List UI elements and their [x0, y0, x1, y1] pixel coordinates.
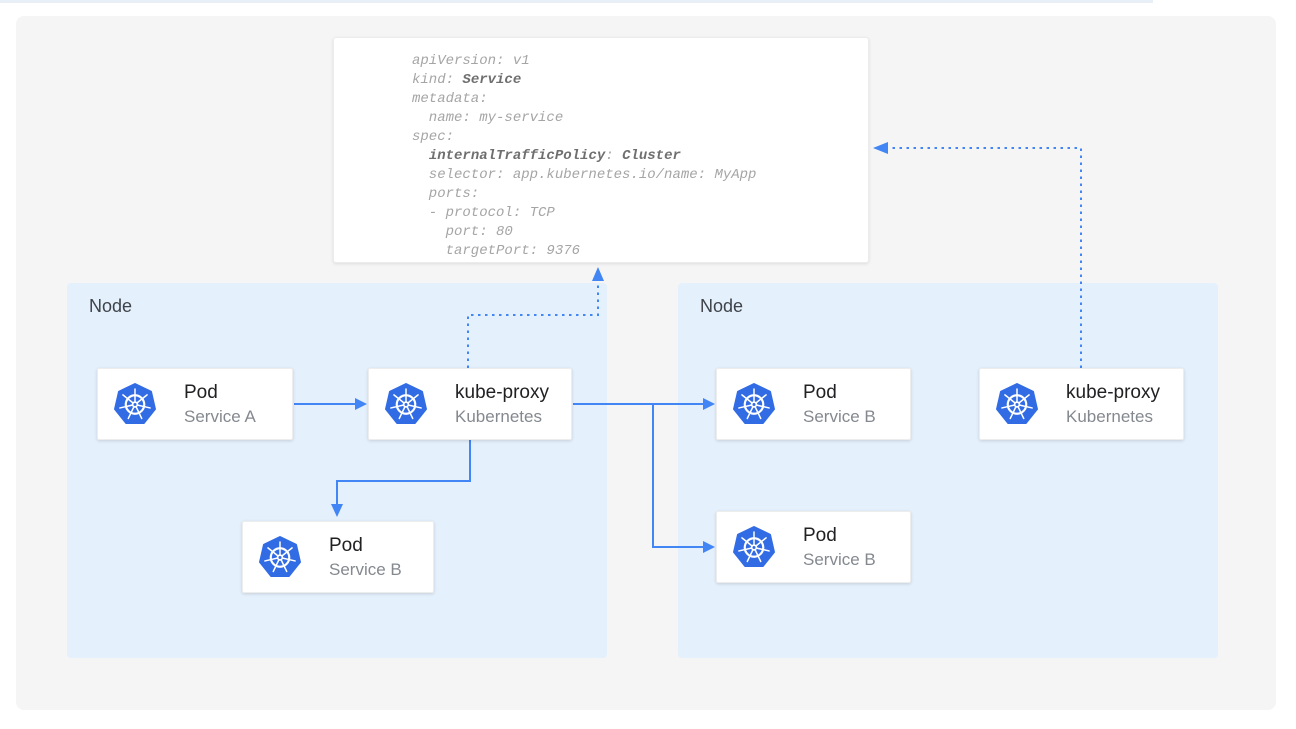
- card-title: kube-proxy: [455, 382, 549, 403]
- card-title: Pod: [184, 382, 218, 403]
- node-label: Node: [700, 296, 744, 316]
- kubernetes-icon: [732, 383, 776, 426]
- card-title: Pod: [329, 535, 363, 556]
- card-title: Pod: [803, 525, 837, 546]
- card-subtitle: Service B: [803, 407, 876, 426]
- code-line: targetPort: 9376: [412, 243, 581, 259]
- service-yaml-code-block: apiVersion: v1 kind: Service metadata: nam…: [333, 37, 869, 263]
- code-line: metadata:: [412, 91, 488, 107]
- yaml-code-lines: apiVersion: v1 kind: Service metadata: nam…: [412, 52, 868, 261]
- card-title: Pod: [803, 382, 837, 403]
- pod-service-b-left-card: Pod Service B: [242, 521, 434, 593]
- card-subtitle: Kubernetes: [455, 407, 542, 426]
- code-line: spec:: [412, 129, 455, 145]
- kube-proxy-right-card: kube-proxy Kubernetes: [979, 368, 1184, 440]
- kube-proxy-left-card: kube-proxy Kubernetes: [368, 368, 572, 440]
- code-line: selector: app.kubernetes.io/name: MyApp: [412, 167, 757, 183]
- kubernetes-icon: [732, 526, 776, 569]
- pod-service-a-card: Pod Service A: [97, 368, 293, 440]
- node-box-left: Node: [67, 283, 607, 658]
- card-subtitle: Service A: [184, 407, 256, 426]
- kubernetes-icon: [258, 536, 302, 579]
- code-line: kind: Service: [412, 72, 522, 88]
- code-line: internalTrafficPolicy: Cluster: [428, 148, 681, 164]
- card-subtitle: Kubernetes: [1066, 407, 1153, 426]
- code-line: apiVersion: v1: [412, 53, 530, 69]
- pod-service-b-right-top-card: Pod Service B: [716, 368, 911, 440]
- node-label: Node: [89, 296, 133, 316]
- pod-service-b-right-bottom-card: Pod Service B: [716, 511, 911, 583]
- node-box-right: Node: [678, 283, 1218, 658]
- code-line: port: 80: [412, 224, 513, 240]
- card-subtitle: Service B: [803, 550, 876, 569]
- kubernetes-icon: [113, 383, 157, 426]
- code-line: name: my-service: [412, 110, 564, 126]
- kubernetes-icon: [995, 383, 1039, 426]
- code-line: - protocol: TCP: [412, 205, 555, 221]
- kubernetes-icon: [384, 383, 428, 426]
- card-title: kube-proxy: [1066, 382, 1160, 403]
- card-subtitle: Service B: [329, 560, 402, 579]
- code-line: ports:: [412, 186, 480, 202]
- header-divider: [0, 0, 1153, 3]
